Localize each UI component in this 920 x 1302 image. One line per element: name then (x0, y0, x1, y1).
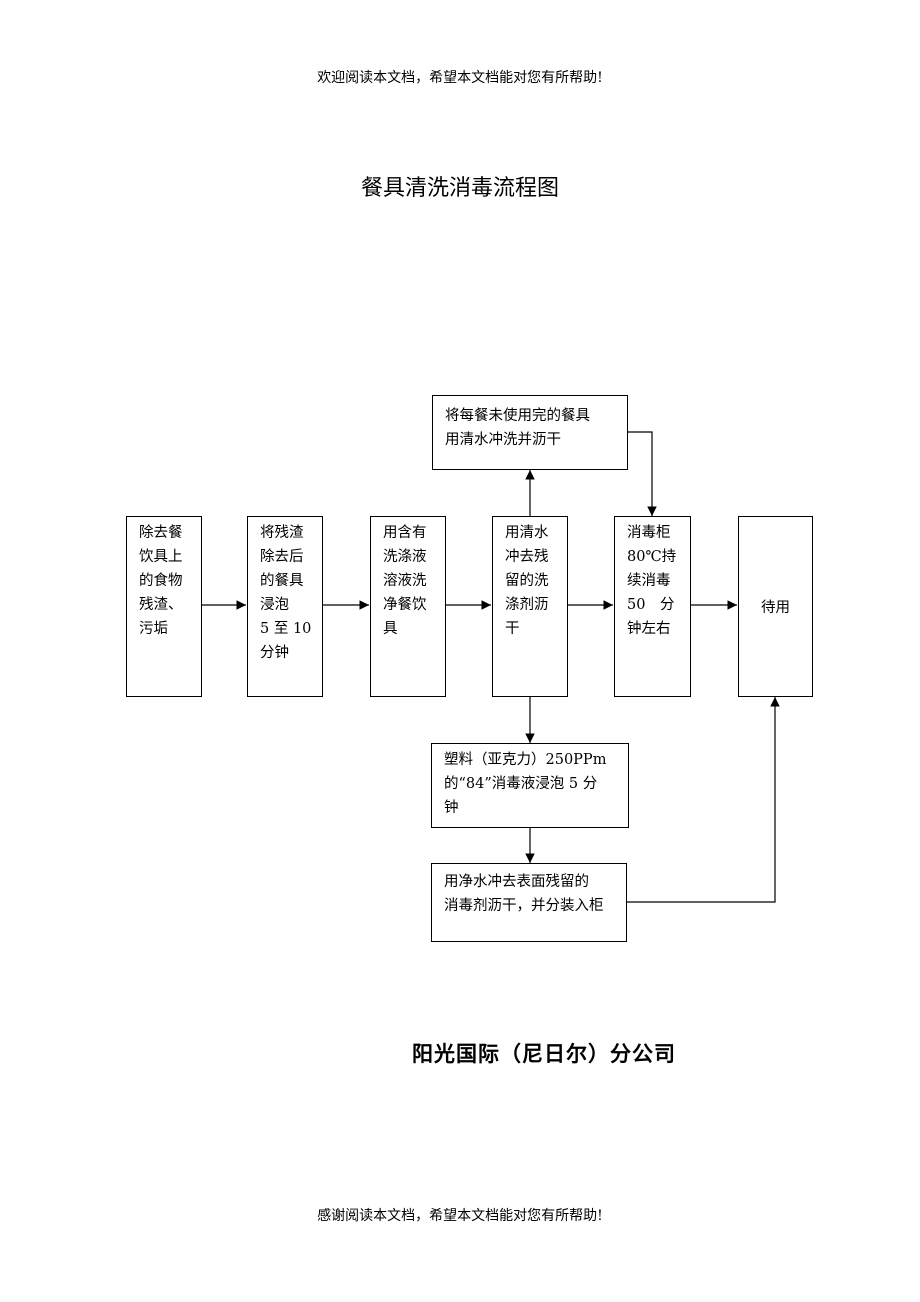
step-leftover-rinse: 将每餐未使用完的餐具用清水冲洗并沥干 (432, 395, 628, 470)
step-text-line: 塑料（亚克力）250PPm (444, 752, 607, 768)
step-text-line: 浸泡 (260, 597, 289, 613)
step-soak: 将残渣除去后的餐具浸泡 5 至 10 分钟 (247, 516, 323, 697)
page-header-text: 欢迎阅读本文档，希望本文档能对您有所帮助! (317, 70, 603, 86)
step-text-line: 的“84”消毒液浸泡 5 分 (444, 776, 598, 792)
step-text-line: 污垢 (139, 621, 168, 637)
step-text-line: 残渣、 (139, 597, 183, 613)
step-text-line: 涤剂沥 (505, 597, 549, 613)
step-text-line: 用含有 (383, 525, 427, 541)
step-text-line: 50 分 (627, 597, 675, 613)
step-text-line: 续消毒 (627, 573, 671, 589)
step-remove-residue: 除去餐饮具上的食物残渣、污垢 (126, 516, 202, 697)
step-detergent-wash: 用含有洗涤液溶液洗净餐饮具 (370, 516, 446, 697)
step-text-line: 干 (505, 621, 520, 637)
step-text-line: 留的洗 (505, 573, 549, 589)
step-text-line: 5 至 10 (260, 621, 312, 637)
step-text-line: 洗涤液 (383, 549, 427, 565)
step-text-line: 消毒柜 (627, 525, 671, 541)
step-plastic-soak: 塑料（亚克力）250PPm 的“84”消毒液浸泡 5 分钟 (431, 743, 629, 828)
step-text-line: 的食物 (139, 573, 183, 589)
diagram-title: 餐具清洗消毒流程图 (360, 176, 559, 201)
step-text-line: 将残渣 (260, 525, 304, 541)
step-text-line: 用净水冲去表面残留的 (444, 874, 589, 890)
step-cabinet-disinfect: 消毒柜 80℃持续消毒 50 分钟左右 (614, 516, 691, 697)
step-text-line: 待用 (761, 600, 790, 616)
company-name: 阳光国际（尼日尔）分公司 (412, 1042, 676, 1066)
step-rinse: 用清水冲去残留的洗涤剂沥干 (492, 516, 568, 697)
page-footer-text: 感谢阅读本文档，希望本文档能对您有所帮助! (317, 1208, 603, 1224)
step-text-line: 冲去残 (505, 549, 549, 565)
step-text-line: 钟左右 (627, 621, 671, 637)
step-text-line: 饮具上 (139, 549, 183, 565)
step-text-line: 净餐饮 (383, 597, 427, 613)
step-text-line: 消毒剂沥干，并分装入柜 (444, 898, 604, 914)
step-text-line: 的餐具 (260, 573, 304, 589)
step-text-line: 用清水冲洗并沥干 (445, 432, 561, 448)
step-text-line: 溶液洗 (383, 573, 427, 589)
step-text-line: 钟 (444, 800, 459, 816)
step-text-line: 除去后 (260, 549, 304, 565)
step-text-line: 80℃持 (627, 549, 677, 565)
arrow-final-rinse-to-standby (626, 697, 780, 903)
step-text-line: 具 (383, 621, 398, 637)
step-text-line: 除去餐 (139, 525, 183, 541)
arrow-leftover-rinse-to-cabinet-disinfect (627, 431, 657, 516)
step-standby: 待用 (738, 516, 813, 697)
step-final-rinse: 用净水冲去表面残留的消毒剂沥干，并分装入柜 (431, 863, 627, 942)
step-text-line: 用清水 (505, 525, 549, 541)
step-text-line: 将每餐未使用完的餐具 (445, 408, 590, 424)
step-text-line: 分钟 (260, 645, 289, 661)
